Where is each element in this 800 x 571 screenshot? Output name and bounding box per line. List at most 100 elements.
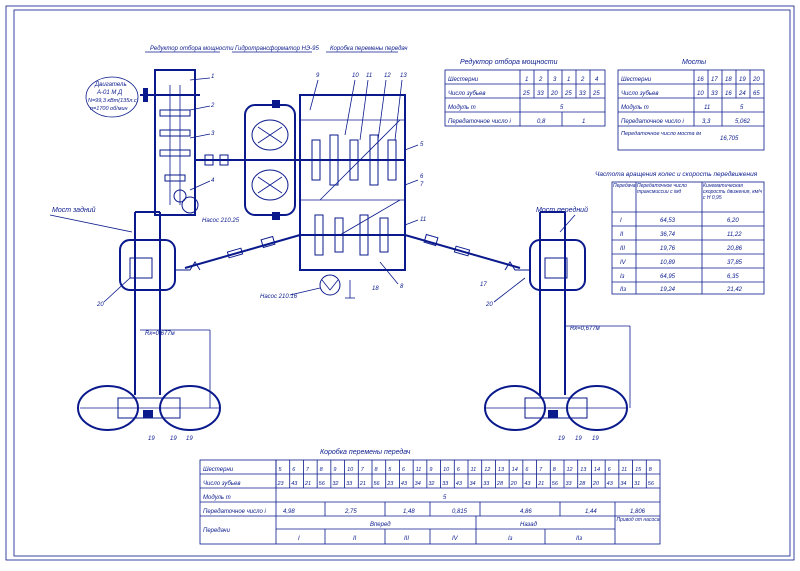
svg-text:33: 33 (711, 91, 718, 97)
gearbox-teeth-cell: 43 (401, 481, 408, 487)
inner-frame (13, 9, 791, 557)
gearbox-teeth-cell: 33 (566, 481, 573, 487)
svg-text:Шестерни: Шестерни (621, 77, 652, 83)
svg-text:N=99,3 кВт(135л.с): N=99,3 кВт(135л.с) (88, 98, 139, 104)
pto-reducer (140, 69, 240, 216)
svg-text:17: 17 (711, 77, 718, 83)
pto-table-title: Редуктор отбора мощности (460, 58, 558, 66)
svg-text:I: I (298, 536, 300, 542)
svg-text:19,24: 19,24 (660, 287, 676, 293)
gearbox-teeth-cell: 56 (319, 481, 326, 487)
callout-12: 12 (384, 73, 391, 79)
gearbox-teeth-cell: 33 (442, 481, 449, 487)
svg-text:I: I (620, 218, 622, 224)
gearbox-teeth-cell: 28 (578, 481, 586, 487)
gearbox-gear-cell: 7 (361, 467, 365, 473)
svg-text:II: II (353, 536, 357, 542)
label-radius-right: Rк=0,677м (570, 326, 600, 332)
gearbox-teeth-cell: 56 (552, 481, 559, 487)
callout-8: 8 (400, 284, 404, 290)
gearbox-teeth-cell: 56 (648, 481, 655, 487)
svg-text:5: 5 (443, 495, 447, 501)
svg-text:5,062: 5,062 (735, 119, 751, 125)
svg-text:4,98: 4,98 (283, 509, 295, 515)
svg-text:Модуль m: Модуль m (621, 105, 649, 111)
callout-7: 7 (420, 182, 424, 188)
svg-text:21,42: 21,42 (726, 287, 743, 293)
svg-text:IIз: IIз (576, 536, 582, 542)
callout-11: 11 (366, 73, 372, 79)
svg-text:16: 16 (725, 91, 732, 97)
svg-text:Двигатель: Двигатель (94, 82, 127, 88)
gearbox-teeth-cell: 43 (456, 481, 463, 487)
svg-text:33: 33 (537, 91, 544, 97)
svg-text:33: 33 (579, 91, 586, 97)
svg-text:Число зубьев: Число зубьев (621, 91, 659, 97)
label-rear-axle: Мост задний (52, 206, 96, 214)
svg-text:III: III (404, 536, 409, 542)
gearbox-table: Коробка перемены передач Шестерни Число … (199, 448, 661, 545)
svg-text:25: 25 (522, 91, 530, 97)
gearbox-teeth-cell: 21 (537, 481, 544, 487)
gearbox-teeth-cell: 32 (332, 481, 338, 487)
svg-text:37,85: 37,85 (727, 260, 743, 266)
drive-shafts (184, 233, 521, 269)
svg-text:1,806: 1,806 (630, 509, 646, 515)
gearbox-gear-cell: 6 (402, 467, 406, 473)
svg-text:Число зубьев: Число зубьев (448, 91, 486, 97)
svg-text:64,95: 64,95 (660, 274, 676, 280)
gearbox-gear-cell: 11 (471, 467, 477, 473)
svg-text:1: 1 (567, 77, 570, 83)
gearbox-gear-cell: 12 (484, 467, 490, 473)
gearbox-teeth-cell: 28 (496, 481, 504, 487)
gearbox-gear-cell: 6 (608, 467, 612, 473)
gearbox-gear-cell: 8 (553, 467, 557, 473)
svg-text:2: 2 (580, 77, 585, 83)
callout-4: 4 (211, 178, 215, 184)
callout-17-left: 20 (96, 302, 104, 308)
gearbox-gear-cell: 14 (512, 467, 518, 473)
gearbox-teeth-cell: 56 (374, 481, 381, 487)
callout-18-right: 19 (558, 436, 565, 442)
callout-6: 6 (420, 174, 424, 180)
gearbox-gear-cell: 15 (635, 467, 642, 473)
gearbox-teeth-cell: 43 (607, 481, 614, 487)
svg-text:Шестерни: Шестерни (448, 77, 479, 83)
gearbox-teeth-cell: 32 (428, 481, 434, 487)
svg-text:Модуль m: Модуль m (448, 105, 476, 111)
gearbox-teeth-cell: 34 (415, 481, 421, 487)
svg-text:Передаточное число i: Передаточное число i (203, 509, 267, 515)
callout-1: 1 (211, 74, 214, 80)
svg-text:Передаточное число моста iм: Передаточное число моста iм (621, 131, 701, 137)
svg-text:0,815: 0,815 (452, 509, 468, 515)
svg-text:IV: IV (620, 260, 627, 266)
callout-17-right: 20 (485, 302, 493, 308)
svg-text:16,705: 16,705 (720, 136, 739, 142)
svg-text:Iз: Iз (508, 536, 513, 542)
gearbox-teeth-cell: 34 (470, 481, 476, 487)
svg-text:25: 25 (564, 91, 572, 97)
svg-text:19: 19 (739, 77, 746, 83)
gearbox-teeth-cell: 20 (510, 481, 518, 487)
gearbox-gear-cell: 14 (594, 467, 600, 473)
svg-text:IV: IV (452, 536, 459, 542)
callout-19-left: 19 (170, 436, 177, 442)
svg-text:6,35: 6,35 (727, 274, 739, 280)
svg-text:Iз: Iз (620, 274, 625, 280)
axle-table-title: Мосты (682, 59, 707, 66)
svg-text:4,86: 4,86 (520, 509, 532, 515)
svg-text:6,20: 6,20 (727, 218, 739, 224)
gearbox-gear-cell: 8 (375, 467, 379, 473)
front-axle (484, 211, 628, 431)
svg-text:n=1700 об/мин: n=1700 об/мин (90, 106, 128, 112)
speed-table-title: Частота вращения колес и скорость передв… (595, 170, 758, 178)
callout-18-left: 19 (148, 436, 155, 442)
engine-label: Двигатель А-01 М Д N=99,3 кВт(135л.с) n=… (85, 76, 139, 118)
label-gearbox: Коробка перемены передач (330, 46, 407, 52)
gearbox-teeth-cell: 20 (592, 481, 600, 487)
svg-text:III: III (620, 246, 625, 252)
gearbox-gear-cell: 12 (567, 467, 573, 473)
callout-19-right: 19 (575, 436, 582, 442)
